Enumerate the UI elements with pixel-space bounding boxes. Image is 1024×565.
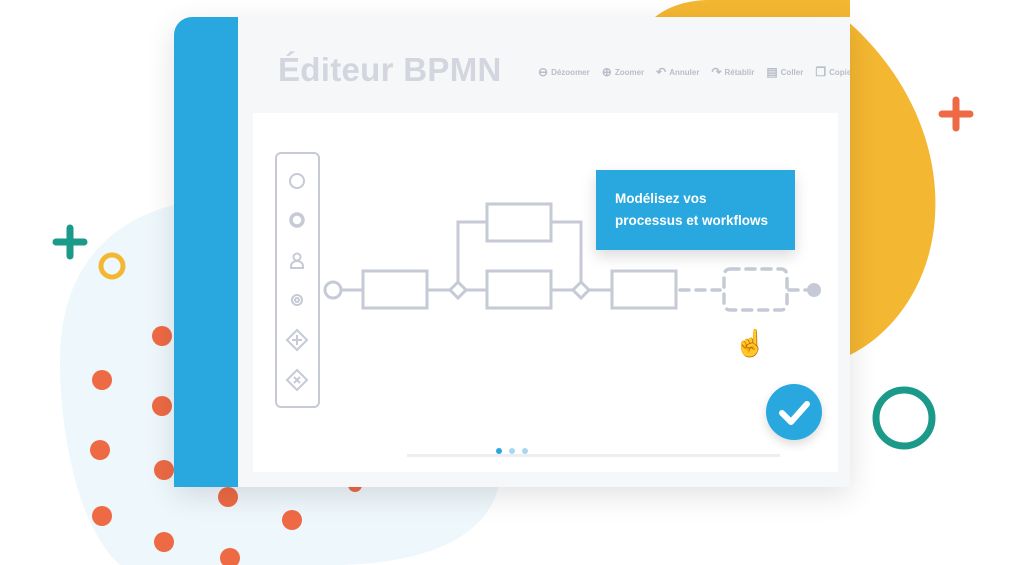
- exclusive-gateway-icon[interactable]: [285, 368, 309, 392]
- task-1: [361, 269, 429, 310]
- paste-button[interactable]: ▤Coller: [766, 65, 803, 79]
- yellow-blob-top: [655, 0, 850, 17]
- tooltip-line-1: Modélisez vos: [615, 191, 707, 206]
- zoom-in-button[interactable]: ⊕Zoomer: [602, 65, 644, 79]
- gateway-split: [447, 279, 469, 301]
- copy-icon: ❐: [815, 65, 827, 79]
- zoom-in-label: Zoomer: [614, 67, 645, 77]
- start-event-icon[interactable]: [289, 173, 305, 189]
- copy-label: Copier: [829, 67, 850, 77]
- checkmark-icon: [779, 401, 810, 425]
- parallel-gateway-icon[interactable]: [285, 328, 309, 352]
- placeholder-task: [722, 267, 789, 312]
- gateway-join: [570, 279, 592, 301]
- tooltip-callout: Modélisez vos processus et workflows: [596, 170, 795, 250]
- teal-ring: [872, 386, 936, 450]
- copy-button[interactable]: ❐Copier: [815, 65, 850, 79]
- pagination-dots: [496, 448, 528, 454]
- undo-icon: ↶: [656, 65, 667, 79]
- teal-plus-icon: [52, 224, 88, 260]
- orange-dots: [90, 326, 362, 565]
- palette-panel: [275, 152, 320, 408]
- yellow-blob: [700, 0, 936, 355]
- end-event: [807, 283, 821, 297]
- user-task-icon[interactable]: [290, 252, 304, 269]
- tooltip-line-2: processus et workflows: [615, 213, 769, 228]
- confirm-button[interactable]: [766, 384, 822, 440]
- toolbar: ⊖Dézoomer ⊕Zoomer ↶Annuler ↷Rétablir ▤Co…: [538, 65, 850, 79]
- redo-icon: ↷: [711, 65, 722, 79]
- undo-button[interactable]: ↶Annuler: [656, 65, 699, 79]
- page-title: Éditeur BPMN: [278, 51, 502, 88]
- page-dot-3[interactable]: [522, 448, 528, 454]
- undo-label: Annuler: [669, 67, 700, 77]
- task-3: [610, 269, 678, 310]
- service-task-icon[interactable]: [291, 294, 303, 306]
- task-upper: [485, 202, 553, 243]
- yellow-ring: [98, 252, 126, 280]
- page-dot-2[interactable]: [509, 448, 515, 454]
- orange-plus-icon: [938, 96, 974, 132]
- zoom-in-icon: ⊕: [601, 65, 612, 79]
- paste-label: Coller: [780, 67, 804, 77]
- intermediate-event-icon[interactable]: [289, 212, 305, 228]
- redo-button[interactable]: ↷Rétablir: [711, 65, 754, 79]
- zoom-out-button[interactable]: ⊖Dézoomer: [538, 65, 590, 79]
- page-dot-1[interactable]: [496, 448, 502, 454]
- redo-label: Rétablir: [724, 67, 755, 77]
- paste-icon: ▤: [766, 65, 778, 79]
- zoom-out-icon: ⊖: [538, 65, 549, 79]
- start-event: [323, 280, 343, 300]
- zoom-out-label: Dézoomer: [551, 67, 590, 77]
- horizontal-scrollbar[interactable]: [407, 454, 780, 457]
- sidebar: [174, 17, 238, 487]
- task-lower: [485, 269, 553, 310]
- hand-cursor-icon: ☝: [734, 327, 766, 359]
